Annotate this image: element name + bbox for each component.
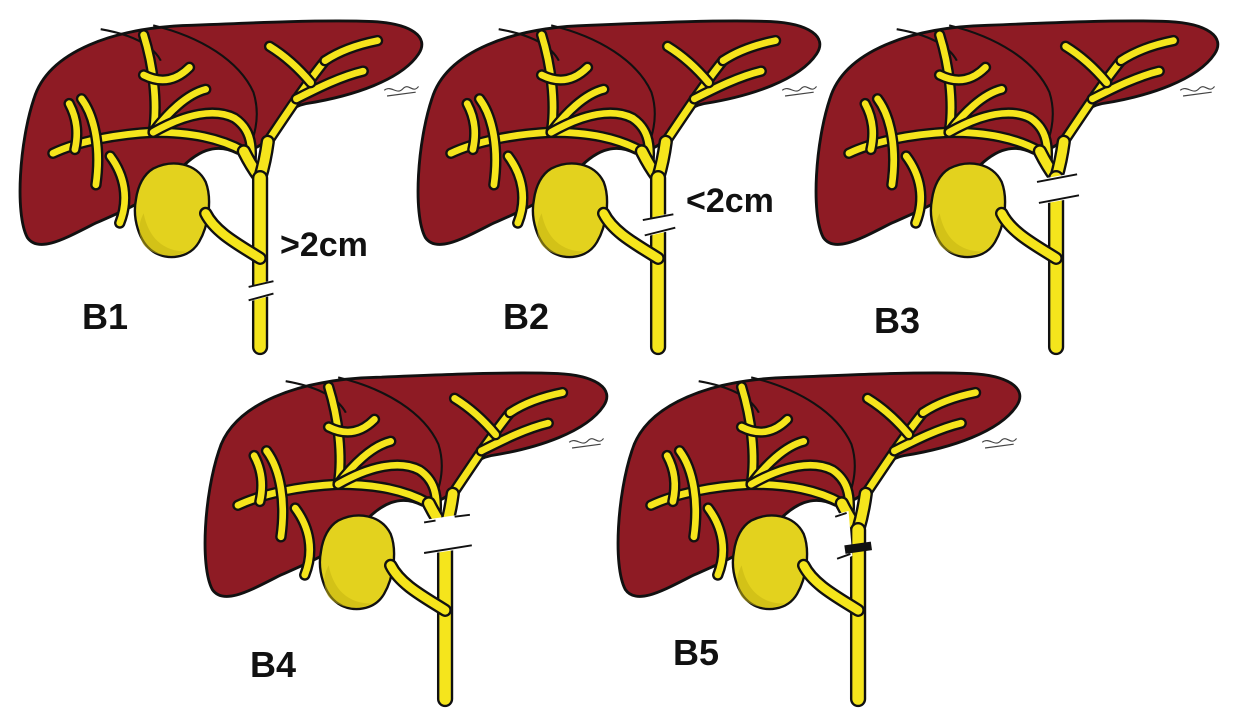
cystic-duct [1002, 213, 1056, 258]
panel-b5: B5 [608, 352, 1028, 712]
cystic-duct [391, 565, 445, 610]
liver-diagram-b5 [608, 352, 1028, 712]
panel-label-b1: B1 [82, 296, 128, 338]
panel-b2: B2 <2cm [408, 0, 828, 360]
panel-b4: B4 [195, 352, 615, 712]
artist-signature [1180, 86, 1214, 96]
duct-transection [641, 212, 675, 237]
liver-diagram-b3 [806, 0, 1226, 360]
panel-label-b4: B4 [250, 644, 296, 686]
panel-b3: B3 [806, 0, 1226, 360]
liver-diagram-b1 [10, 0, 430, 360]
cystic-duct [206, 213, 260, 258]
length-annotation-b2: <2cm [686, 182, 774, 221]
panel-b1: B1 >2cm [10, 0, 430, 360]
cystic-duct [804, 565, 858, 610]
length-annotation-b1: >2cm [280, 226, 368, 265]
panel-label-b2: B2 [503, 296, 549, 338]
panel-label-b5: B5 [673, 632, 719, 674]
artist-signature [569, 438, 603, 448]
liver-diagram-b2 [408, 0, 828, 360]
panel-label-b3: B3 [874, 300, 920, 342]
artist-signature [982, 438, 1016, 448]
